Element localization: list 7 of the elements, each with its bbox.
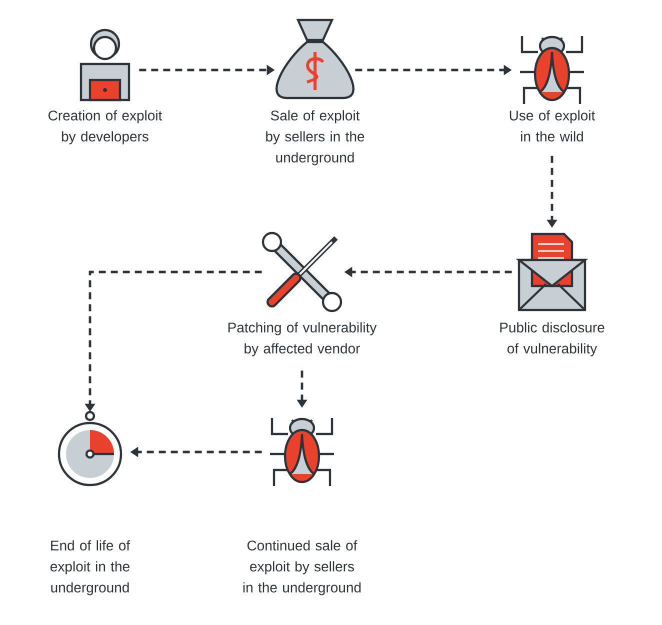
caption-text: Creation of exploit by developers: [48, 110, 162, 144]
caption-text: End of life of exploit in the underground: [50, 540, 130, 596]
caption-text: Sale of exploit by sellers in the underground: [266, 110, 364, 166]
caption-text: Continued sale of exploit by sellers in the underground: [243, 540, 361, 596]
caption-text: Patching of vulnerability by affected vendor: [228, 322, 377, 356]
caption-text: Public disclosure of vulnerability: [500, 322, 604, 356]
caption-text: Use of exploit in the wild: [510, 110, 596, 142]
